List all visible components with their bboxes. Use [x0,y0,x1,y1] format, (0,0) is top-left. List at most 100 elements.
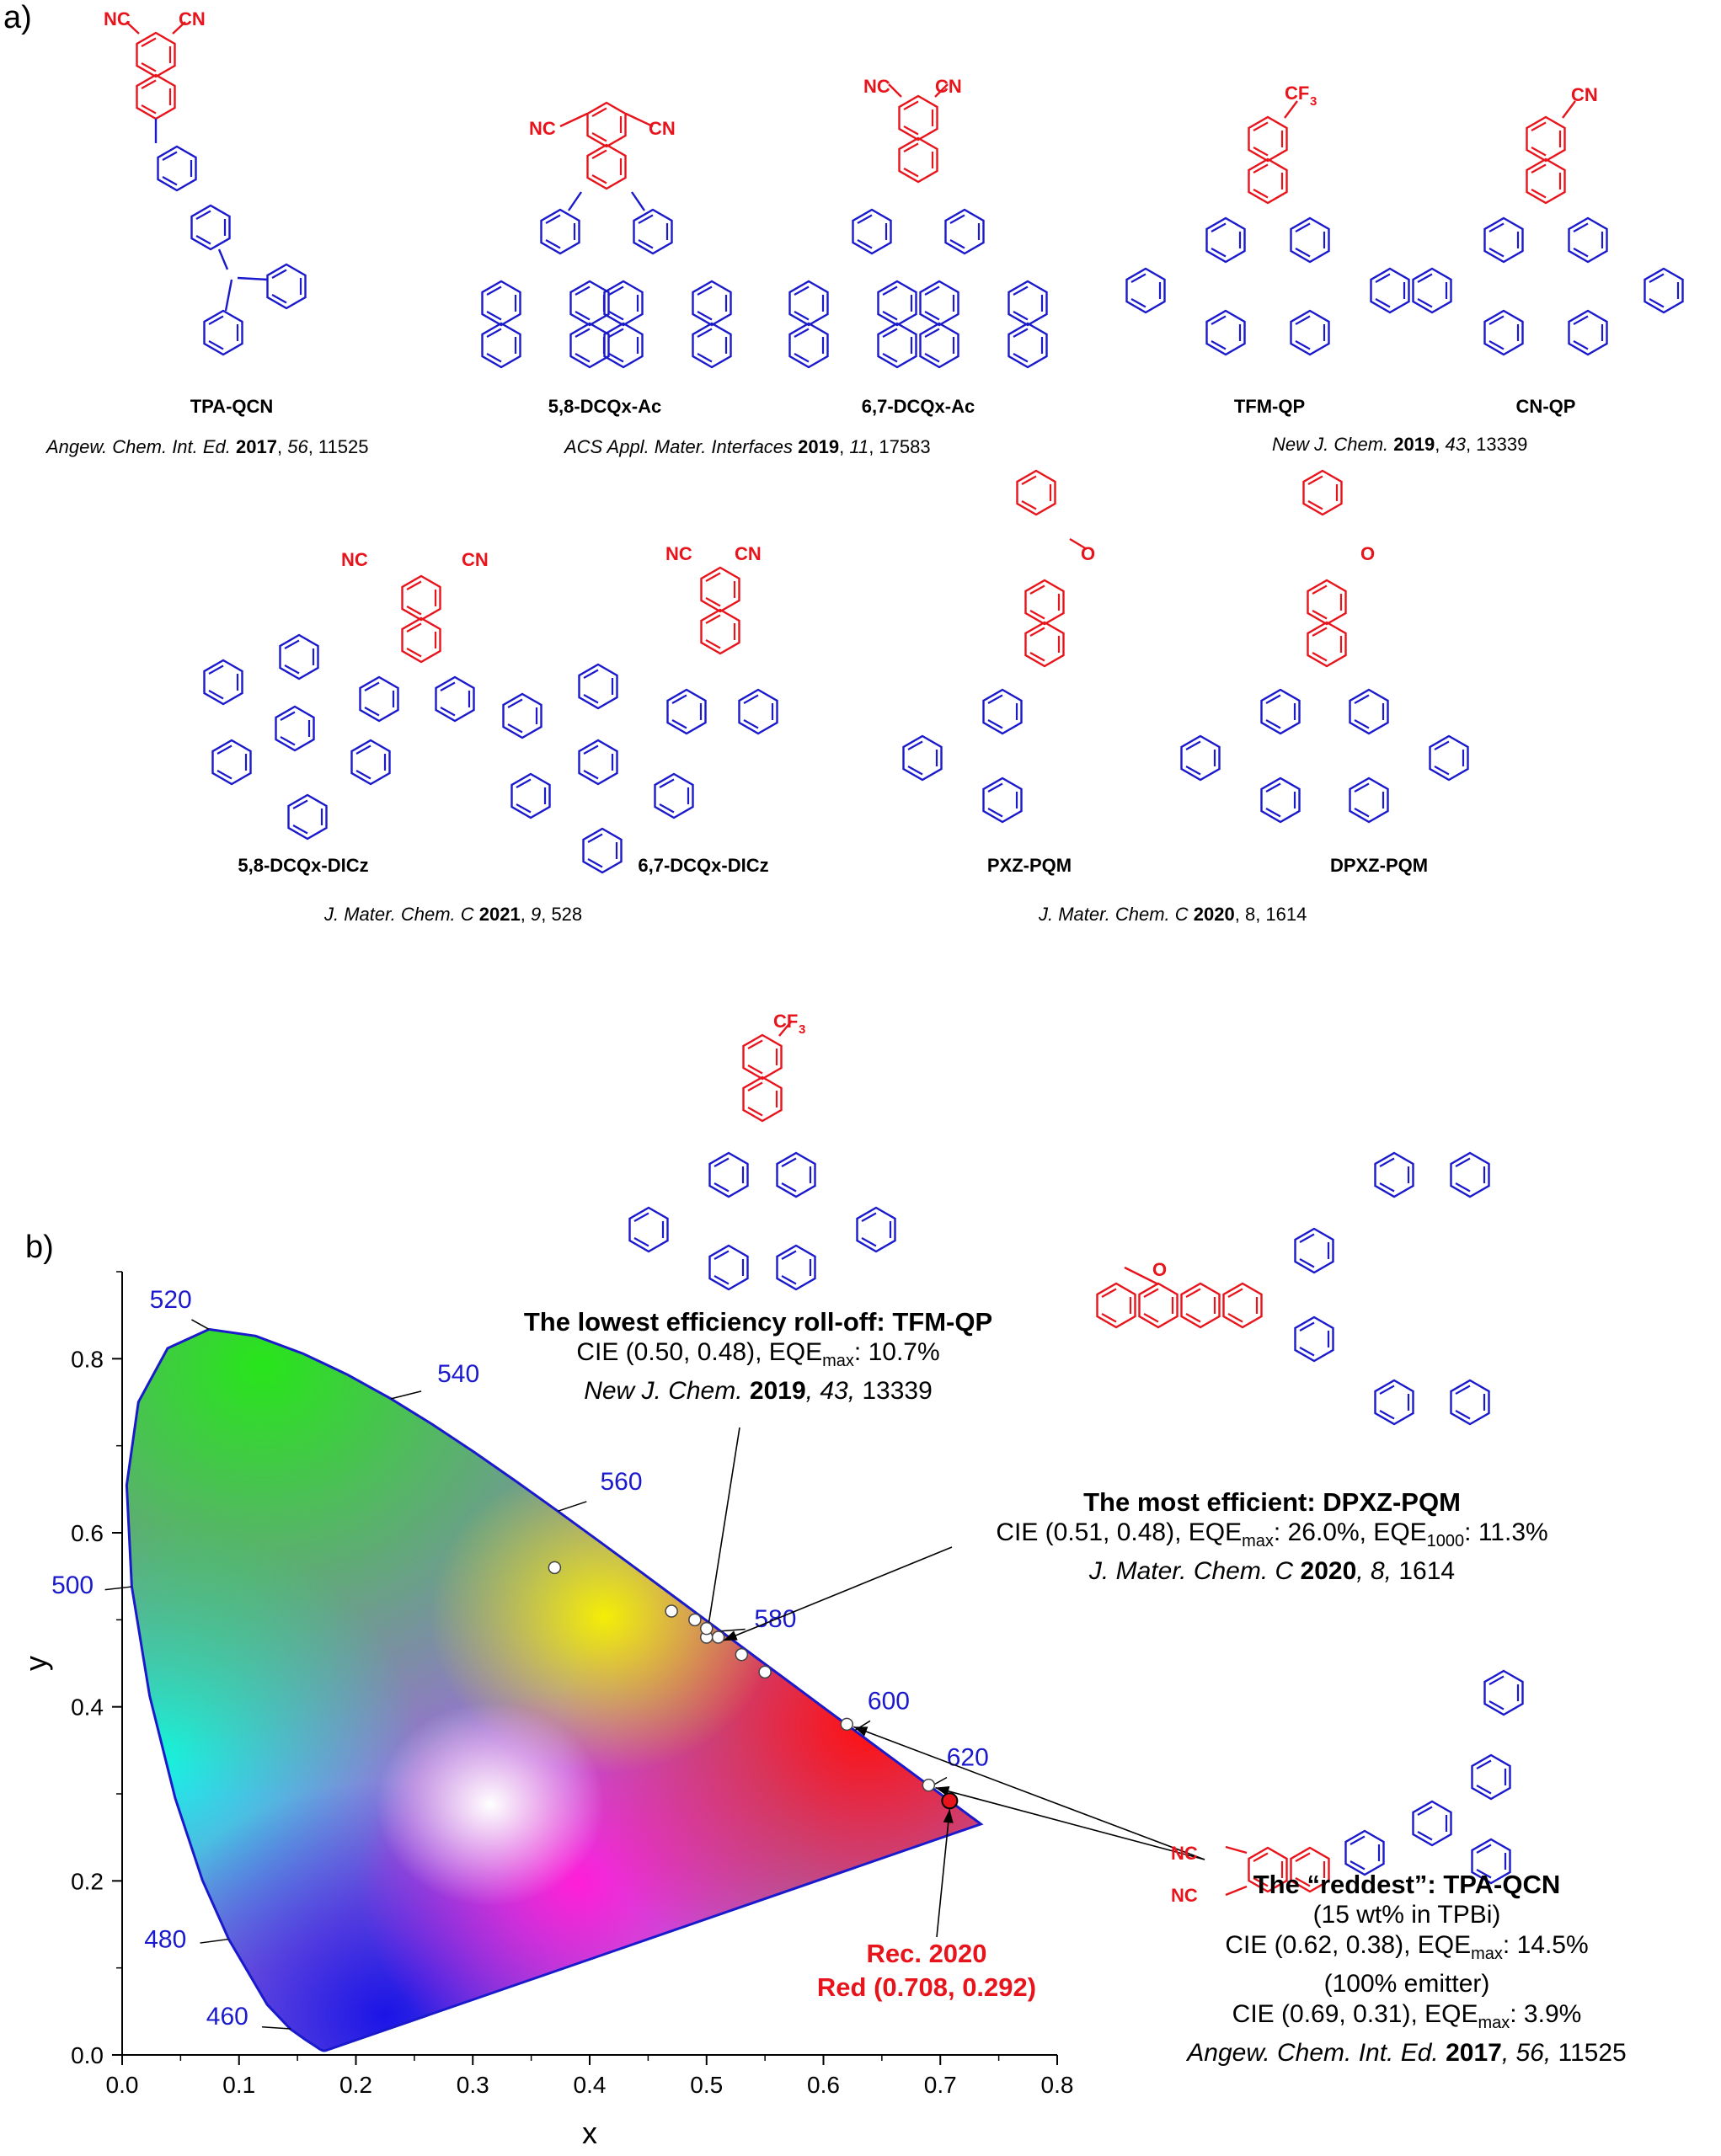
data-point [711,1630,725,1644]
compound-name-dpxz-pqm: DPXZ-PQM [1330,855,1428,876]
y-tick-label: 0.8 [71,1346,104,1372]
compound-name-pxz-pqm: PXZ-PQM [987,855,1072,876]
y-axis-label: y [19,1656,53,1671]
arrow-head [943,1809,954,1823]
atom-label: CF [773,1011,798,1032]
x-axis-label: x [582,2116,597,2150]
structure-dpxz-pqm [1180,469,1469,824]
atom-label-sub: 3 [1310,94,1317,109]
wavelength-label: 460 [206,2003,249,2031]
y-tick-label: 0.0 [71,2042,104,2068]
wavelength-tick [390,1390,422,1400]
compound-name-tpa-qcn: TPA-QCN [190,396,274,417]
wavelength-tick [200,1938,229,1944]
compound-name-tfm-qp: TFM-QP [1234,396,1305,417]
y-tick-label: 0.2 [71,1868,104,1894]
reference-jmcc-2021: J. Mater. Chem. C 2021, 9, 528 [324,904,583,925]
data-point [688,1613,702,1627]
wavelength-tick [262,2026,291,2030]
structure-58-dcqx-dicz [203,574,475,841]
structure-tfm-qp [1125,100,1410,356]
compound-name-cn-qp: CN-QP [1516,396,1576,417]
wavelength-tick [558,1501,587,1512]
atom-label: CF [1285,83,1309,104]
annotation-title: The lowest efficiency roll-off: TFM-QP [523,1307,993,1337]
cie-chart: 460480500520540560580600620 0.00.10.20.3… [19,1271,1205,2150]
wavelength-tick [104,1586,132,1591]
wavelength-label: 600 [868,1688,910,1716]
y-tick-label: 0.6 [71,1520,104,1546]
atom-label-sub: 3 [799,1022,805,1037]
wavelength-label: 560 [601,1468,643,1496]
wavelength-tick [191,1319,210,1330]
wavelength-tick [720,1628,746,1632]
atom-label: NC [1171,1843,1198,1864]
data-point [665,1604,678,1618]
atom-label: CN [462,549,489,570]
data-point [548,1561,562,1575]
x-tick-label: 0.0 [106,2072,139,2098]
x-tick-label: 0.4 [574,2072,607,2098]
data-point [700,1621,714,1636]
wavelength-label: 620 [947,1744,989,1772]
panel-label-b: b) [25,1230,54,1265]
atom-label: NC [104,8,131,29]
reference-acs: ACS Appl. Mater. Interfaces 2019, 11, 17… [564,436,931,457]
atom-label: CN [649,118,676,139]
structure-cn-qp [1412,100,1684,356]
atom-label: O [1081,543,1095,564]
x-tick-label: 0.6 [807,2072,840,2098]
data-point [758,1665,772,1679]
wavelength-label: 540 [437,1360,479,1388]
panel-label-a: a) [3,0,32,35]
reference-jmcc-2020: J. Mater. Chem. C 2020, 8, 1614 [1039,904,1307,925]
structure-pxz-pqm [902,469,1088,824]
annotation-title: The most efficient: DPXZ-PQM [1083,1487,1461,1517]
x-tick-label: 0.8 [1041,2072,1074,2098]
data-point [840,1717,853,1732]
x-tick-label: 0.2 [339,2072,372,2098]
data-point [922,1778,936,1792]
annotation-arrow [936,1809,951,1938]
wavelength-label: 520 [150,1286,192,1314]
atom-label: NC [665,543,692,564]
atom-label: O [1152,1259,1167,1280]
wavelength-label: 500 [51,1572,94,1599]
atom-label: CN [935,76,962,97]
structure-67-dcqx-ac [788,83,1048,369]
reference-nj-chem: New J. Chem. 2019, 43, 13339 [1272,434,1528,455]
rec2020-red-point [941,1792,959,1810]
annotation-line [705,1427,740,1638]
compound-name-58-dcqx-dicz: 5,8-DCQx-DICz [238,855,368,876]
atom-label: NC [1171,1885,1198,1906]
atom-label: O [1360,543,1375,564]
arrow-head [853,1726,869,1737]
panel-a-structures: NC CN NC CN NC CN CF 3 CN NC CN NC CN O … [104,8,1684,876]
annotation-tfm-qp: The lowest efficiency roll-off: TFM-QP C… [505,1307,1011,1406]
compound-name-67-dcqx-dicz: 6,7-DCQx-DICz [638,855,768,876]
reference-angew: Angew. Chem. Int. Ed. 2017, 56, 11525 [46,436,369,457]
annotation-title: The “reddest”: TPA-QCN [1253,1870,1561,1899]
atom-label: CN [735,543,762,564]
arrow-head [723,1630,738,1641]
atom-label: NC [529,118,556,139]
structure-58-dcqx-ac [481,101,732,369]
wavelength-label: 480 [144,1926,186,1954]
x-tick-label: 0.7 [924,2072,957,2098]
structure-tpa-qcn [126,21,307,356]
annotation-tpa-qcn: The “reddest”: TPA-QCN (15 wt% in TPBi) … [1129,1870,1685,2068]
atom-label: CN [179,8,206,29]
atom-label: NC [863,76,890,97]
annotation-arrow [935,1786,1205,1860]
atom-label: NC [341,549,368,570]
compound-name-67-dcqx-ac: 6,7-DCQx-Ac [862,396,975,417]
x-tick-label: 0.3 [457,2072,489,2098]
annotation-arrow [723,1546,953,1641]
structure-67-dcqx-dicz [502,566,778,874]
compound-name-58-dcqx-ac: 5,8-DCQx-Ac [548,396,661,417]
annotation-rec2020: Rec. 2020 Red (0.708, 0.292) [816,1939,1037,2002]
panel-b-structures: CF 3 O NC NC [628,1011,1524,1906]
x-tick-label: 0.1 [222,2072,255,2098]
data-point [735,1647,749,1662]
annotation-dpxz-pqm: The most efficient: DPXZ-PQM CIE (0.51, … [960,1487,1584,1587]
